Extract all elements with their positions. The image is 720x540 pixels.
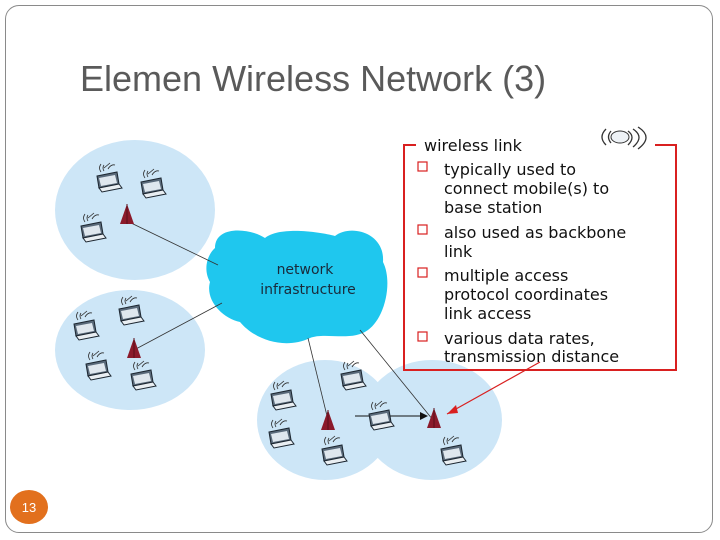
bullet-1-line-3: base station [444,198,542,217]
bullet-3-line-2: protocol coordinates [444,285,608,304]
bullet-1-line-2: connect mobile(s) to [444,179,609,198]
bullet-4-line-2: transmission distance [444,347,619,366]
bullet-marker [417,224,428,235]
wireless-link-arrowhead [420,412,428,420]
bullet-marker [417,161,428,172]
bullet-4-line-1: various data rates, [444,329,595,348]
network-infrastructure-cloud [206,230,388,344]
bullet-1-line-1: typically used to [444,160,576,179]
bullet-3-line-1: multiple access [444,266,568,285]
link-tower-3-cloud [307,337,329,421]
cloud-label-line-1: network [277,262,335,278]
bullet-marker [417,267,428,278]
bullet-marker [417,331,428,342]
link-tower-4-cloud [359,329,434,421]
wireless-signal-icon [601,126,647,150]
link-tower-2-cloud [133,302,223,351]
bullet-2-line-2: link [444,242,473,261]
bullet-2-line-1: also used as backbone [444,223,626,242]
wireless-link-callout: wireless link typically used to connect … [403,126,677,371]
link-tower-1-cloud [126,220,219,266]
callout-pointer-arrowhead [447,405,458,414]
bullet-3-line-3: link access [444,304,531,323]
slide-frame [5,5,713,533]
cloud-label-line-2: infrastructure [260,282,356,298]
slide-number-badge: 13 [10,490,48,524]
callout-heading: wireless link [424,136,523,155]
slide-title: Elemen Wireless Network (3) [80,58,547,99]
wireless-cell-top-left [55,140,215,280]
